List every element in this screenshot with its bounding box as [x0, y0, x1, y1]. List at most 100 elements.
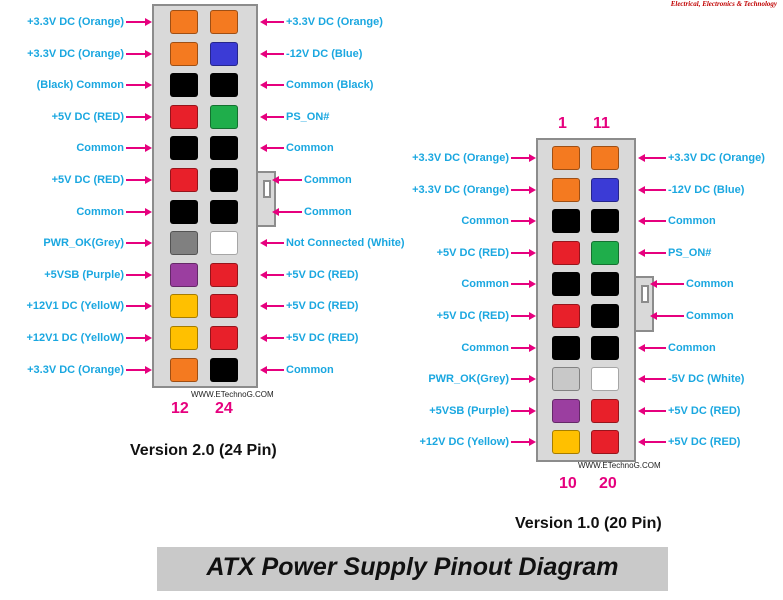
- right-pin-label: Common: [304, 205, 352, 218]
- arrow-left-icon: [260, 363, 284, 377]
- left-pin-label: Common: [461, 341, 509, 354]
- watermark-20: WWW.ETechnoG.COM: [578, 461, 661, 470]
- arrow-right-icon: [511, 246, 536, 260]
- arrow-left-icon: [260, 331, 284, 345]
- left-pin-label: Common: [76, 142, 124, 155]
- version-20-label: Version 1.0 (20 Pin): [515, 515, 662, 532]
- pin-yellow-v24: [170, 326, 198, 350]
- arrow-right-icon: [511, 435, 536, 449]
- right-pin-label: Common: [686, 278, 734, 291]
- right-pin-label: +5V DC (RED): [668, 404, 741, 417]
- arrow-right-icon: [511, 404, 536, 418]
- arrow-left-icon: [638, 214, 666, 228]
- left-pin-label: Common: [461, 215, 509, 228]
- pin-purple-v20: [552, 398, 580, 423]
- left-pin-label: Common: [461, 278, 509, 291]
- arrow-left-icon: [638, 372, 666, 386]
- pin-lightgrey-v20: [552, 367, 580, 392]
- left-pin-label: +3.3V DC (Orange): [27, 16, 124, 28]
- arrow-right-icon: [511, 277, 536, 291]
- right-pin-label: Common: [286, 363, 334, 376]
- arrow-left-icon: [272, 173, 302, 187]
- right-pin-label: +5V DC (RED): [286, 268, 359, 281]
- pin-black-v20: [591, 272, 619, 297]
- arrow-right-icon: [126, 331, 152, 345]
- arrow-left-icon: [260, 78, 284, 92]
- right-pin-label: +5V DC (RED): [286, 300, 359, 313]
- arrow-left-icon: [638, 404, 666, 418]
- arrow-right-icon: [126, 15, 152, 29]
- arrow-left-icon: [260, 47, 284, 61]
- pin-yellow-v24: [170, 294, 198, 319]
- arrow-right-icon: [126, 299, 152, 313]
- right-pin-label: Common (Black): [286, 79, 374, 92]
- arrow-right-icon: [511, 214, 536, 228]
- arrow-left-icon: [638, 151, 666, 165]
- pin-white-v20: [591, 367, 619, 392]
- right-pin-label: +5V DC (RED): [286, 332, 359, 344]
- left-pin-label: +5V DC (RED): [51, 110, 124, 123]
- pin-number-24: 24: [215, 400, 233, 417]
- pin-number-20: 20: [599, 475, 617, 492]
- connector-latch-v20: [634, 276, 654, 332]
- arrow-right-icon: [126, 78, 152, 92]
- pin-black-v24: [170, 199, 198, 224]
- arrow-left-icon: [650, 277, 684, 291]
- right-pin-label: -12V DC (Blue): [668, 183, 745, 196]
- right-pin-label: Common: [304, 174, 352, 186]
- arrow-left-icon: [638, 435, 666, 449]
- pin-red-v20: [552, 304, 580, 328]
- right-pin-label: +5V DC (RED): [668, 436, 741, 449]
- arrow-left-icon: [260, 15, 284, 29]
- left-pin-label: PWR_OK(Grey): [43, 237, 124, 250]
- pin-white-v24: [210, 231, 238, 256]
- pin-black-v20: [552, 272, 580, 297]
- arrow-left-icon: [260, 236, 284, 250]
- pin-black-v24: [210, 73, 238, 98]
- pin-black-v20: [591, 304, 619, 328]
- left-pin-label: (Black) Common: [36, 79, 124, 92]
- arrow-left-icon: [272, 205, 302, 219]
- right-pin-label: Common: [686, 310, 734, 322]
- arrow-right-icon: [511, 309, 536, 323]
- right-pin-label: PS_ON#: [668, 246, 712, 259]
- right-pin-label: Common: [668, 341, 716, 354]
- pin-black-v20: [591, 209, 619, 234]
- right-pin-label: Common: [668, 215, 716, 228]
- pin-blue-v24: [210, 41, 238, 66]
- connector-body-v20: [536, 138, 636, 463]
- arrow-left-icon: [260, 141, 284, 155]
- title-banner: ATX Power Supply Pinout Diagram: [157, 547, 668, 591]
- arrow-right-icon: [511, 372, 536, 386]
- pin-number-1: 1: [558, 115, 567, 132]
- pin-red-v20: [591, 430, 619, 455]
- pin-orange-v20: [552, 146, 580, 170]
- pin-grey-v24: [170, 231, 198, 256]
- pin-black-v24: [210, 168, 238, 192]
- arrow-right-icon: [126, 47, 152, 61]
- right-pin-label: +3.3V DC (Orange): [668, 152, 765, 164]
- pin-blue-v20: [591, 177, 619, 202]
- left-pin-label: Common: [76, 205, 124, 218]
- pin-red-v24: [210, 326, 238, 350]
- arrow-left-icon: [260, 268, 284, 282]
- pin-purple-v24: [170, 262, 198, 287]
- pin-orange-v20: [552, 177, 580, 202]
- diagram-title: ATX Power Supply Pinout Diagram: [206, 553, 619, 581]
- arrow-left-icon: [260, 110, 284, 124]
- arrow-right-icon: [511, 183, 536, 197]
- pin-black-v20: [552, 335, 580, 360]
- pin-black-v24: [210, 136, 238, 161]
- pin-green-v20: [591, 240, 619, 265]
- arrow-right-icon: [126, 173, 152, 187]
- pin-red-v24: [210, 294, 238, 319]
- pin-yellow-v20: [552, 430, 580, 455]
- left-pin-label: +5V DC (RED): [51, 174, 124, 186]
- right-pin-label: +3.3V DC (Orange): [286, 16, 383, 28]
- pin-black-v20: [552, 209, 580, 234]
- connector-latch-v24: [256, 171, 276, 227]
- right-pin-label: -5V DC (White): [668, 373, 745, 386]
- pin-red-v24: [210, 262, 238, 287]
- pin-black-v24: [210, 357, 238, 382]
- arrow-right-icon: [126, 141, 152, 155]
